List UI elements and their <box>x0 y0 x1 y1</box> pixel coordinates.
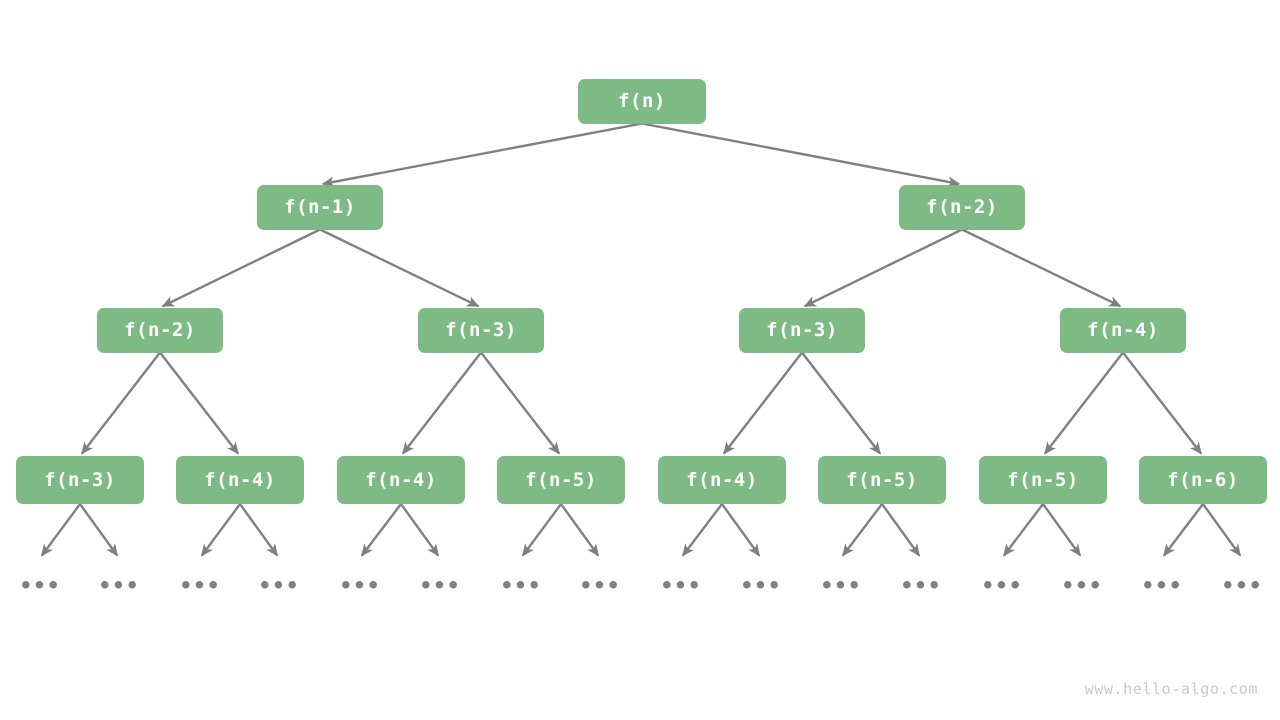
tree-edge-n1-n4 <box>319 228 480 308</box>
tree-node-n5: f(n-3) <box>739 307 865 353</box>
tree-edge-n2-n6 <box>961 228 1122 308</box>
tree-node-n3: f(n-2) <box>97 307 223 353</box>
tree-leaf-ellipsis: ••• <box>820 573 862 598</box>
watermark: www.hello-algo.com <box>1084 680 1258 698</box>
edge-group <box>80 122 1203 455</box>
tree-leaf-ellipsis: ••• <box>179 573 221 598</box>
tree-node-n7: f(n-3) <box>16 456 144 504</box>
tree-leaf-ellipsis: ••• <box>900 573 942 598</box>
tree-leaf-edge-n7-0 <box>40 503 81 557</box>
tree-leaf-ellipsis: ••• <box>1141 573 1183 598</box>
tree-edge-n6-n14 <box>1122 351 1203 455</box>
tree-leaf-ellipsis: ••• <box>579 573 621 598</box>
tree-leaf-edge-n9-4 <box>360 503 402 557</box>
tree-node-n2: f(n-2) <box>899 184 1025 230</box>
tree-node-n8: f(n-4) <box>176 456 304 504</box>
tree-leaf-ellipsis: ••• <box>660 573 702 598</box>
tree-leaf-ellipsis: ••• <box>419 573 461 598</box>
tree-leaf-edge-n8-2 <box>200 503 241 557</box>
tree-leaf-ellipsis: ••• <box>98 573 140 598</box>
tree-leaf-ellipsis: ••• <box>258 573 300 598</box>
tree-leaf-edge-n11-8 <box>681 503 723 557</box>
tree-node-n13: f(n-5) <box>979 456 1107 504</box>
tree-node-n12: f(n-5) <box>818 456 946 504</box>
tree-edge-n4-n9 <box>401 351 482 455</box>
tree-leaf-edge-n12-10 <box>841 503 883 557</box>
tree-leaf-edge-n13-13 <box>1042 503 1082 557</box>
tree-node-n9: f(n-4) <box>337 456 465 504</box>
tree-leaf-edge-n14-15 <box>1202 503 1242 557</box>
tree-edge-n0-n1 <box>321 122 643 188</box>
tree-leaf-ellipsis: ••• <box>981 573 1023 598</box>
tree-edge-n5-n12 <box>801 351 882 455</box>
tree-node-n6: f(n-4) <box>1060 307 1186 353</box>
tree-leaf-ellipsis: ••• <box>19 573 61 598</box>
tree-leaf-ellipsis: ••• <box>1061 573 1103 598</box>
tree-edge-n3-n7 <box>80 351 161 455</box>
tree-node-n14: f(n-6) <box>1139 456 1267 504</box>
tree-edge-n3-n8 <box>159 351 240 455</box>
tree-edge-n0-n2 <box>641 122 961 188</box>
tree-node-n10: f(n-5) <box>497 456 625 504</box>
tree-node-n1: f(n-1) <box>257 184 383 230</box>
tree-leaf-edge-n12-11 <box>881 503 921 557</box>
tree-node-n0: f(n) <box>578 78 706 124</box>
tree-edge-n6-n13 <box>1043 351 1124 455</box>
tree-leaf-edge-n10-6 <box>521 503 562 557</box>
tree-leaf-edge-n11-9 <box>721 503 761 557</box>
tree-leaf-ellipsis: ••• <box>339 573 381 598</box>
tree-edge-n2-n5 <box>803 228 963 308</box>
tree-node-n4: f(n-3) <box>418 307 544 353</box>
tree-leaf-edge-n10-7 <box>560 503 600 557</box>
tree-leaf-ellipsis: ••• <box>1221 573 1263 598</box>
tree-leaf-edge-n8-3 <box>239 503 279 557</box>
tree-leaf-edge-n7-1 <box>79 503 119 557</box>
tree-leaf-ellipsis: ••• <box>740 573 782 598</box>
tree-edge-n5-n11 <box>722 351 803 455</box>
tree-node-n11: f(n-4) <box>658 456 786 504</box>
tree-leaf-edge-n9-5 <box>400 503 440 557</box>
tree-leaf-edge-n13-12 <box>1002 503 1044 557</box>
tree-leaf-ellipsis: ••• <box>500 573 542 598</box>
leaf-edge-group <box>40 503 1242 557</box>
tree-edge-n1-n3 <box>161 228 321 308</box>
tree-edge-n4-n10 <box>480 351 561 455</box>
tree-leaf-edge-n14-14 <box>1162 503 1204 557</box>
